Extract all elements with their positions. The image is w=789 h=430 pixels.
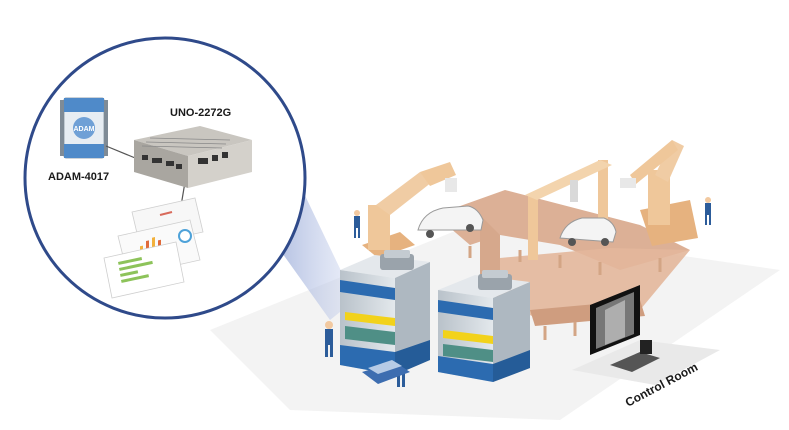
dashboard-cards: [103, 197, 204, 299]
worker-left-press: [325, 321, 333, 357]
car-on-conveyor-left: [417, 205, 484, 238]
adam-4017-label: ADAM-4017: [48, 171, 109, 183]
gantry-frame: [525, 160, 612, 260]
uno-2272g-gateway: [134, 126, 252, 188]
dashboard-card-front: [103, 241, 185, 299]
uno-2272g-label: UNO-2272G: [170, 107, 231, 119]
horizontal-bars-widget: [117, 257, 153, 283]
robot-arm-right: [620, 140, 698, 246]
adam-face-text: ADAM: [74, 126, 95, 133]
robot-arm-left: [362, 162, 457, 258]
adam-4017-module: [60, 97, 108, 159]
control-room: [572, 285, 720, 385]
mold-table: [362, 360, 410, 384]
worker-near-left-robot: [354, 210, 360, 238]
press-machine-right: [438, 270, 530, 382]
worker-near-right-robot: [705, 197, 711, 225]
press-machine-left: [340, 250, 430, 375]
gauge-widget: [178, 229, 192, 243]
car-on-conveyor-right: [559, 217, 617, 246]
